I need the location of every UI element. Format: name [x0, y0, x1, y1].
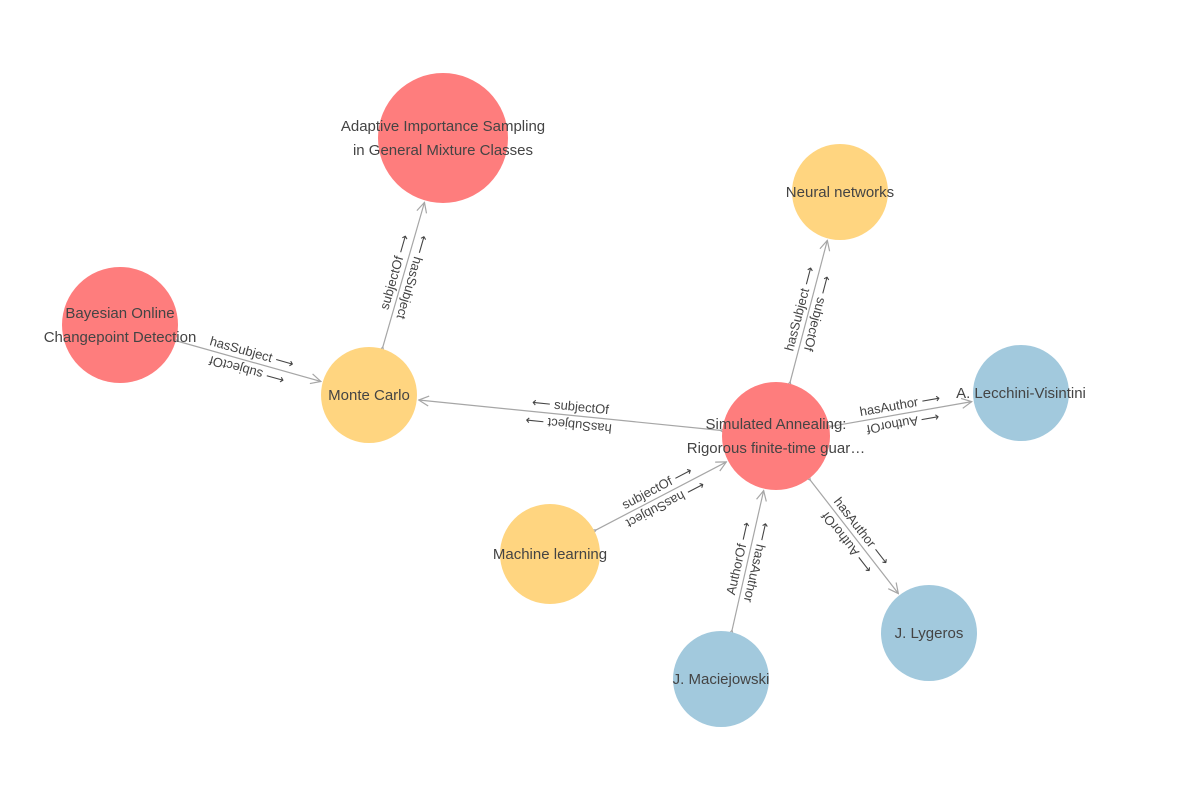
node-label: A. Lecchini-Visintini	[956, 385, 1086, 402]
edge-line[interactable]	[790, 240, 827, 381]
edge-line[interactable]	[178, 341, 321, 381]
edge-line[interactable]	[810, 480, 898, 593]
node-label: Rigorous finite-time guar…	[687, 440, 865, 457]
edge-label-backward: hasSubject ⟶	[525, 413, 613, 437]
node-label: Adaptive Importance Sampling	[341, 118, 545, 135]
edge-monte-carlo-adaptive[interactable]: subjectOf ⟶⟵ hasSubject	[375, 202, 432, 347]
node-circle-subject[interactable]	[500, 504, 600, 604]
edge-bayesian-monte-carlo[interactable]: hasSubject ⟶⟵ subjectOf	[178, 333, 321, 389]
node-lecchini[interactable]: A. Lecchini-Visintini	[956, 345, 1086, 441]
node-label: in General Mixture Classes	[353, 142, 533, 159]
node-machine-learning[interactable]: Machine learning	[493, 504, 607, 604]
edge-label-forward: ⟵ subjectOf	[531, 394, 610, 417]
edge-line[interactable]	[596, 462, 726, 530]
node-simulated[interactable]: Simulated Annealing: Rigorous finite-time…	[687, 382, 865, 490]
nodes-layer: Adaptive Importance Sampling in General M…	[44, 73, 1086, 727]
edge-simulated-neural-networks[interactable]: hasSubject ⟶⟵ subjectOf	[781, 240, 836, 381]
node-lygeros[interactable]: J. Lygeros	[881, 585, 977, 681]
edge-simulated-lecchini[interactable]: hasAuthor ⟶⟵ AuthorOf	[831, 390, 972, 438]
node-maciejowski[interactable]: J. Maciejowski	[673, 631, 770, 727]
node-adaptive[interactable]: Adaptive Importance Sampling in General M…	[341, 73, 545, 203]
node-label: Neural networks	[786, 184, 894, 201]
edge-line[interactable]	[732, 491, 764, 631]
node-label: Bayesian Online	[65, 305, 174, 322]
node-label: Machine learning	[493, 546, 607, 563]
edge-line[interactable]	[831, 402, 972, 427]
node-monte-carlo[interactable]: Monte Carlo	[321, 347, 417, 443]
node-label: Simulated Annealing:	[706, 416, 847, 433]
node-circle-paper[interactable]	[62, 267, 178, 383]
node-label: J. Maciejowski	[673, 671, 770, 688]
node-circle-subject[interactable]	[792, 144, 888, 240]
edge-line[interactable]	[419, 400, 721, 430]
edge-label-backward-group: hasSubject ⟶	[525, 413, 613, 437]
node-circle-paper[interactable]	[722, 382, 830, 490]
edge-maciejowski-simulated[interactable]: AuthorOf ⟶⟵ hasAuthor	[722, 491, 773, 631]
node-circle-subject[interactable]	[321, 347, 417, 443]
node-circle-author[interactable]	[973, 345, 1069, 441]
node-label: Changepoint Detection	[44, 329, 197, 346]
edge-simulated-lygeros[interactable]: hasAuthor ⟶⟵ AuthorOf	[810, 480, 898, 593]
node-label: Monte Carlo	[328, 387, 410, 404]
node-circle-author[interactable]	[881, 585, 977, 681]
node-neural-networks[interactable]: Neural networks	[786, 144, 894, 240]
edge-line[interactable]	[383, 202, 425, 347]
node-label: J. Lygeros	[895, 625, 964, 642]
edge-machine-learning-simulated[interactable]: subjectOf ⟶⟵ hasSubject	[596, 461, 726, 531]
node-circle-paper[interactable]	[378, 73, 508, 203]
node-circle-author[interactable]	[673, 631, 769, 727]
